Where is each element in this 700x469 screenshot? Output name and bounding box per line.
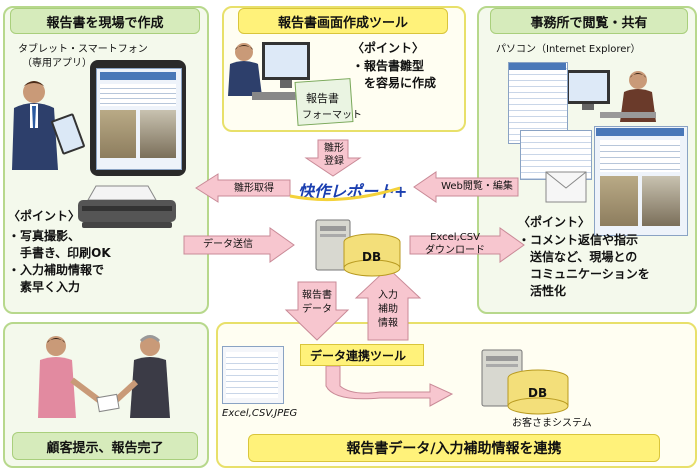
site-point-1: ・写真撮影、	[8, 229, 81, 243]
office-point-4: 活性化	[518, 284, 567, 298]
tablet-form-lines	[100, 84, 176, 106]
site-point-4: 素早く入力	[8, 280, 81, 294]
arrow-input-assist	[354, 267, 422, 341]
product-logo: 快作レポート+	[298, 182, 408, 201]
tablet-photo-1	[100, 110, 136, 158]
site-device-sub: （専用アプリ）	[22, 58, 92, 69]
site-point-3: ・入力補助情報で	[8, 263, 105, 277]
format-label-1: 報告書	[306, 92, 339, 105]
arrow-download	[409, 227, 525, 263]
office-screen-3-lines	[600, 140, 680, 172]
site-device-label: タブレット・スマートフォン	[18, 44, 148, 55]
arrow-report-data-label-2: データ	[302, 304, 332, 315]
arrow-template-register-label-2: 登録	[324, 156, 344, 167]
format-label-2: フォーマット	[302, 110, 362, 121]
office-panel-title: 事務所で閲覧・共有	[490, 8, 688, 34]
office-point-1: ・コメント返信や指示	[518, 233, 639, 247]
office-screen-1-header	[509, 63, 566, 70]
link-panel-title: 報告書データ/入力補助情報を連携	[248, 434, 660, 462]
arrow-input-assist-label-3: 情報	[378, 318, 398, 329]
link-tool-label: データ連携ツール	[310, 349, 407, 363]
arrow-template-register	[304, 139, 362, 177]
arrow-template-register-label-1: 雛形	[324, 143, 344, 154]
office-point-heading: 〈ポイント〉	[518, 215, 591, 229]
arrow-report-data	[284, 281, 350, 341]
tool-point-1: ・報告書雛型	[352, 59, 425, 73]
arrow-web-view	[413, 171, 519, 203]
tool-point-2: を容易に作成	[352, 76, 437, 90]
office-screen-3-photo-1	[600, 176, 638, 226]
link-tool-window-lines	[226, 352, 278, 398]
arrow-link-flow	[325, 365, 454, 407]
link-file-types: Excel,CSV,JPEG	[222, 408, 298, 419]
office-screen-3-header	[596, 128, 684, 136]
office-screen-3-photo-2	[642, 176, 680, 226]
arrow-template-fetch	[195, 173, 291, 203]
center-db-label: DB	[362, 250, 382, 264]
site-point-2: 手書き、印刷OK	[8, 246, 111, 260]
link-db-label: DB	[528, 386, 548, 400]
office-device-label: パソコン（Internet Explorer）	[496, 44, 641, 55]
link-system-label: お客さまシステム	[512, 418, 592, 429]
arrow-report-data-label-1: 報告書	[302, 290, 332, 301]
arrow-data-send-label: データ送信	[203, 239, 253, 250]
customer-panel-title: 顧客提示、報告完了	[12, 432, 198, 460]
site-point-heading: 〈ポイント〉	[8, 209, 81, 223]
tablet-photo-2	[140, 110, 176, 158]
arrow-download-label-1: Excel,CSV	[430, 232, 480, 243]
office-point-2: 送信など、現場との	[518, 250, 638, 264]
arrow-download-label-2: ダウンロード	[425, 245, 485, 256]
arrow-template-fetch-label: 雛形取得	[234, 183, 274, 194]
office-point-3: コミュニケーションを	[518, 267, 650, 281]
arrow-web-view-label: Web閲覧・編集	[441, 181, 513, 192]
tool-point-heading: 〈ポイント〉	[352, 41, 425, 55]
arrow-data-send	[183, 227, 295, 263]
link-tool-label-box	[300, 344, 424, 366]
site-panel-title: 報告書を現場で作成	[10, 8, 200, 34]
arrow-input-assist-label-1: 入力	[378, 290, 398, 301]
tool-panel-title: 報告書画面作成ツール	[238, 8, 448, 34]
arrow-input-assist-label-2: 補助	[378, 304, 398, 315]
tablet-header	[100, 72, 176, 80]
